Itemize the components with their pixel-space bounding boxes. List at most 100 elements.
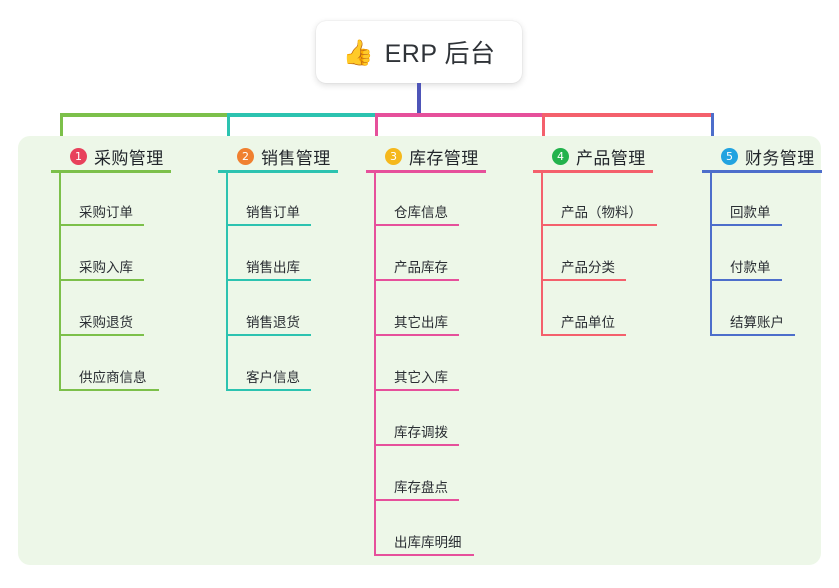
branch-drop-2 — [227, 113, 230, 158]
leaf-node[interactable]: 付款单 — [710, 249, 782, 281]
leaf-node-label: 产品库存 — [394, 260, 448, 275]
branch-header-1[interactable]: 1 采购管理 — [70, 144, 164, 169]
leaf-node[interactable]: 销售出库 — [226, 249, 311, 281]
leaf-node[interactable]: 其它入库 — [374, 359, 459, 391]
leaf-node-label: 产品单位 — [561, 315, 615, 330]
leaf-node[interactable]: 回款单 — [710, 194, 782, 226]
branch-column-3: 3 库存管理仓库信息产品库存其它出库其它入库库存调拨库存盘点出库库明细 — [363, 136, 523, 565]
branch-drop-3 — [375, 113, 378, 158]
leaf-node[interactable]: 销售退货 — [226, 304, 311, 336]
branch-trunk-5 — [710, 173, 712, 336]
leaf-node-rule — [226, 224, 311, 226]
leaf-node-rule — [541, 334, 626, 336]
leaf-node-label: 销售退货 — [246, 315, 300, 330]
leaf-node-rule — [710, 224, 782, 226]
leaf-node[interactable]: 采购入库 — [59, 249, 144, 281]
leaf-node[interactable]: 库存调拨 — [374, 414, 459, 446]
leaf-node-rule — [226, 389, 311, 391]
branch-badge-2: 2 — [237, 148, 254, 165]
branch-header-rule-5 — [702, 170, 822, 173]
branch-drop-1 — [60, 113, 63, 158]
leaf-node-rule — [59, 389, 159, 391]
branch-header-5[interactable]: 5 财务管理 — [721, 144, 815, 169]
leaf-node[interactable]: 产品库存 — [374, 249, 459, 281]
branch-header-rule-3 — [366, 170, 486, 173]
leaf-node-label: 其它入库 — [394, 370, 448, 385]
leaf-node-rule — [226, 279, 311, 281]
leaf-node-label: 付款单 — [730, 260, 771, 275]
leaf-node-label: 回款单 — [730, 205, 771, 220]
leaf-node[interactable]: 供应商信息 — [59, 359, 159, 391]
leaf-node-rule — [541, 224, 657, 226]
leaf-node-rule — [59, 334, 144, 336]
leaf-node-rule — [374, 554, 474, 556]
branch-column-2: 2 销售管理销售订单销售出库销售退货客户信息 — [215, 136, 375, 565]
leaf-node-label: 采购入库 — [79, 260, 133, 275]
leaf-node-label: 库存盘点 — [394, 480, 448, 495]
branch-column-5: 5 财务管理回款单付款单结算账户 — [699, 136, 839, 565]
branch-title-4: 产品管理 — [576, 149, 646, 168]
leaf-node-rule — [710, 334, 795, 336]
leaf-node-label: 库存调拨 — [394, 425, 448, 440]
leaf-node-label: 销售出库 — [246, 260, 300, 275]
leaf-node[interactable]: 产品分类 — [541, 249, 626, 281]
branch-title-5: 财务管理 — [745, 149, 815, 168]
branch-badge-5: 5 — [721, 148, 738, 165]
leaf-node-label: 出库库明细 — [394, 535, 462, 550]
leaf-node-label: 客户信息 — [246, 370, 300, 385]
leaf-node[interactable]: 结算账户 — [710, 304, 795, 336]
leaf-node[interactable]: 出库库明细 — [374, 524, 474, 556]
branch-badge-1: 1 — [70, 148, 87, 165]
branch-header-3[interactable]: 3 库存管理 — [385, 144, 479, 169]
thumbs-up-icon: 👍 — [342, 37, 374, 67]
branch-trunk-1 — [59, 173, 61, 391]
leaf-node[interactable]: 采购退货 — [59, 304, 144, 336]
leaf-node-rule — [226, 334, 311, 336]
leaf-node-rule — [374, 444, 459, 446]
branch-title-1: 采购管理 — [94, 149, 164, 168]
branch-trunk-2 — [226, 173, 228, 391]
branch-trunk-3 — [374, 173, 376, 556]
branch-title-2: 销售管理 — [261, 149, 331, 168]
branches-panel: 1 采购管理采购订单采购入库采购退货供应商信息 2 销售管理销售订单销售出库销售退货客… — [18, 136, 822, 565]
leaf-node-label: 仓库信息 — [394, 205, 448, 220]
leaf-node[interactable]: 产品单位 — [541, 304, 626, 336]
leaf-node-rule — [374, 279, 459, 281]
leaf-node-label: 供应商信息 — [79, 370, 147, 385]
branch-badge-3: 3 — [385, 148, 402, 165]
leaf-node-label: 结算账户 — [730, 315, 784, 330]
leaf-node[interactable]: 销售订单 — [226, 194, 311, 226]
branch-header-rule-1 — [51, 170, 171, 173]
leaf-node[interactable]: 客户信息 — [226, 359, 311, 391]
root-connector-stem — [417, 83, 421, 115]
root-node-erp-backend[interactable]: 👍 ERP 后台 — [316, 21, 522, 83]
leaf-node-label: 产品分类 — [561, 260, 615, 275]
leaf-node[interactable]: 产品（物料） — [541, 194, 657, 226]
leaf-node[interactable]: 库存盘点 — [374, 469, 459, 501]
leaf-node[interactable]: 仓库信息 — [374, 194, 459, 226]
branch-column-4: 4 产品管理产品（物料） 产品分类产品单位 — [530, 136, 690, 565]
branch-trunk-4 — [541, 173, 543, 336]
leaf-node-label: 采购退货 — [79, 315, 133, 330]
leaf-node[interactable]: 其它出库 — [374, 304, 459, 336]
branch-badge-4: 4 — [552, 148, 569, 165]
branch-bar-segment-2 — [227, 113, 375, 117]
leaf-node-rule — [710, 279, 782, 281]
leaf-node-label: 销售订单 — [246, 205, 300, 220]
branch-bar-segment-1 — [60, 113, 227, 117]
leaf-node-label: 其它出库 — [394, 315, 448, 330]
leaf-node-rule — [374, 334, 459, 336]
branch-header-rule-4 — [533, 170, 653, 173]
branch-header-4[interactable]: 4 产品管理 — [552, 144, 646, 169]
leaf-node-rule — [541, 279, 626, 281]
branch-header-2[interactable]: 2 销售管理 — [237, 144, 331, 169]
leaf-node[interactable]: 采购订单 — [59, 194, 144, 226]
branch-drop-4 — [542, 113, 545, 158]
branch-drop-5 — [711, 113, 714, 158]
root-node-title: ERP 后台 — [384, 40, 496, 68]
branch-bar-segment-4 — [542, 113, 711, 117]
branch-title-3: 库存管理 — [409, 149, 479, 168]
leaf-node-rule — [59, 279, 144, 281]
leaf-node-label: 采购订单 — [79, 205, 133, 220]
